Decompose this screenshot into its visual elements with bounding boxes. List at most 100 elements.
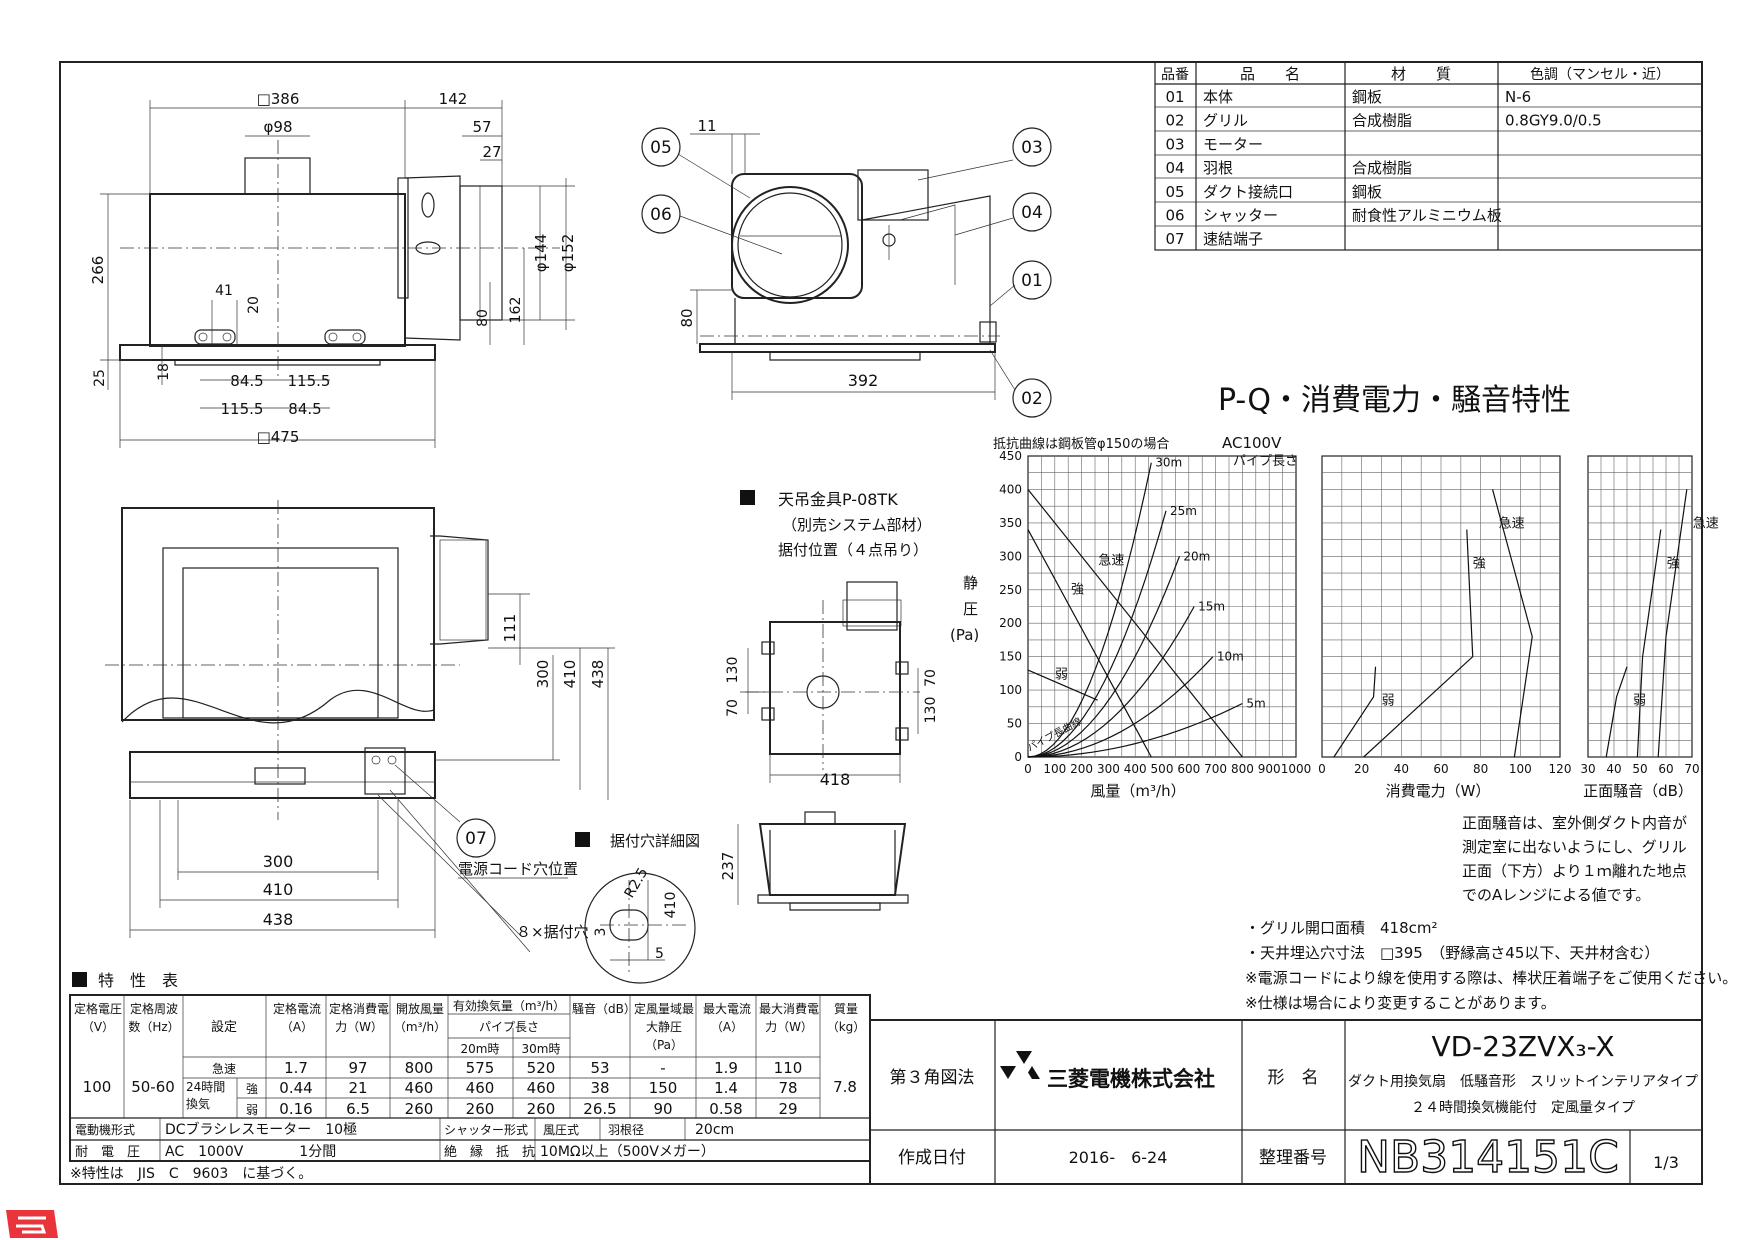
pq-xtick-900: 900: [1258, 762, 1281, 776]
power-xtick-100: 100: [1509, 762, 1532, 776]
power-label-急速: 急速: [1499, 516, 1525, 531]
dim-3: 3: [593, 928, 609, 937]
spec-cell-1-1: 0.44: [279, 1079, 312, 1097]
number-label: 整理番号: [1259, 1148, 1327, 1168]
dim-25: 25: [92, 369, 108, 387]
power-xtick-120: 120: [1549, 762, 1572, 776]
spec-cell-2-4: 260: [466, 1100, 495, 1118]
ylabel-char-3: (Pa): [950, 626, 979, 644]
detail-marker: [575, 832, 590, 847]
noise-note-2: 測定室に出ないようにし、グリル: [1462, 838, 1687, 856]
pipe-length-label: パイプ長さ: [1233, 454, 1298, 469]
parts-cell-2-0: 03: [1165, 135, 1184, 153]
spec-cell-2-9: 29: [778, 1100, 797, 1118]
dim-115-5b: 115.5: [221, 400, 264, 418]
spec-cell-2-7: 90: [653, 1100, 672, 1118]
dim-152: φ152: [559, 234, 577, 273]
bottom-view: 111 300 410 438 300 410 438 07 電源コード穴位置 …: [105, 500, 615, 953]
pq-ytick-0: 0: [1014, 750, 1022, 764]
pipe-curve-25m: [1027, 510, 1167, 758]
parts-cell-1-1: グリル: [1203, 112, 1248, 130]
corner-brand-icon: [6, 1210, 58, 1238]
spec-cell-2-8: 0.58: [709, 1100, 742, 1118]
pq-ytick-200: 200: [999, 616, 1022, 630]
pq-label-強: 強: [1071, 582, 1084, 597]
dim-475: □475: [257, 428, 300, 446]
spec-cell-1-7: 150: [649, 1079, 678, 1097]
spec-shutter-v: 風圧式: [543, 1123, 579, 1137]
pq-xtick-800: 800: [1231, 762, 1254, 776]
dim-142: 142: [439, 90, 468, 108]
dim-18: 18: [156, 363, 172, 381]
pipe-length-10m: 10m: [1217, 650, 1244, 664]
bracket-view: 天吊金具P-08TK （別売システム部材） 据付位置（４点吊り） 70 130 …: [719, 490, 939, 911]
chart-note-top: 抵抗曲線は鋼板管φ150の場合: [993, 436, 1169, 452]
dim-386: □386: [257, 90, 300, 108]
pq-xlabel: 風量（m³/h）: [1090, 782, 1185, 800]
parts-cell-0-3: N-6: [1505, 88, 1531, 106]
noise-line-急速: [1657, 489, 1688, 758]
ylabel-char-1: 静: [963, 574, 978, 592]
note-spec-change: ※仕様は場合により変更することがあります。: [1245, 994, 1556, 1012]
spec-h-freq: 定格周波数（Hz）: [128, 1002, 180, 1034]
dim-144: φ144: [532, 234, 550, 273]
detail-view: 据付穴詳細図 3 R2.5 410 5: [575, 832, 700, 984]
dim-70-left: 70: [725, 699, 741, 717]
chart-voltage: AC100V: [1222, 434, 1282, 452]
parts-cell-1-3: 0.8GY9.0/0.5: [1505, 112, 1602, 130]
dim-84-5a: 84.5: [230, 372, 263, 390]
pq-ytick-300: 300: [999, 549, 1022, 563]
spec-marker: [72, 972, 87, 987]
noise-line-弱: [1605, 666, 1628, 758]
pq-line-急速: [1027, 489, 1243, 758]
dim-70-right: 70: [923, 669, 939, 687]
spec-h-static: 定風量域最大静圧（Pa）: [633, 1002, 694, 1052]
spec-title: 特 性 表: [98, 971, 178, 990]
callout-04: 04: [1021, 203, 1043, 223]
noise-note-3: 正面（下方）より１ｍ離れた地点: [1462, 862, 1687, 880]
callout-03: 03: [1021, 138, 1043, 158]
noise-xtick-40: 40: [1606, 762, 1621, 776]
pipe-length-20m: 20m: [1183, 549, 1210, 563]
dim-410-v: 410: [561, 660, 579, 689]
spec-volt: 100: [83, 1078, 112, 1096]
company-name: 三菱電機株式会社: [1047, 1067, 1215, 1091]
parts-cell-4-0: 05: [1165, 183, 1184, 201]
pq-label-急速: 急速: [1098, 553, 1124, 568]
spec-withstand-v: AC 1000V 1分間: [165, 1144, 336, 1160]
noise-xtick-70: 70: [1684, 762, 1699, 776]
parts-cell-4-2: 鋼板: [1352, 183, 1382, 201]
spec-h-eff: 有効換気量（m³/h）: [453, 998, 565, 1013]
noise-xtick-60: 60: [1658, 762, 1673, 776]
pq-ytick-150: 150: [999, 650, 1022, 664]
projection-method: 第３角図法: [890, 1068, 975, 1088]
dim-115-5a: 115.5: [288, 372, 331, 390]
side-view: 11 80 392 05 06 03 04 01 02: [641, 117, 1052, 418]
sheet-number: 1/3: [1653, 1153, 1679, 1172]
parts-header-no: 品番: [1161, 67, 1189, 83]
dim-11: 11: [697, 117, 716, 135]
spec-h-pipe: パイプ長さ: [479, 1020, 539, 1034]
spec-cell-0-1: 1.7: [284, 1059, 308, 1077]
drawing-number: NB314151C: [1357, 1132, 1619, 1183]
dim-438-v: 438: [589, 660, 607, 689]
spec-cell-0-8: 1.9: [714, 1059, 738, 1077]
spec-cell-1-0: 強: [246, 1082, 258, 1096]
noise-notes: 正面騒音は、室外側ダクト内音が 測定室に出ないようにし、グリル 正面（下方）より…: [1462, 814, 1687, 904]
note-terminal: ※電源コードにより線を使用する際は、棒状圧着端子をご使用ください。: [1245, 969, 1737, 987]
pq-ytick-100: 100: [999, 683, 1022, 697]
spec-table: 特 性 表 定格電圧（V） 定格周波数（Hz） 設定 定格電流（A）: [69, 971, 871, 1182]
model-label: 形 名: [1268, 1068, 1319, 1088]
parts-cell-3-2: 合成樹脂: [1352, 159, 1412, 177]
spec-cell-2-6: 26.5: [583, 1100, 616, 1118]
noise-xtick-30: 30: [1580, 762, 1595, 776]
power-line-強: [1363, 529, 1474, 758]
dim-r2-5: R2.5: [622, 865, 652, 901]
callout-01: 01: [1021, 271, 1043, 291]
pq-xtick-400: 400: [1124, 762, 1147, 776]
spec-cell-0-6: 53: [590, 1059, 609, 1077]
spec-freq: 50-60: [131, 1078, 175, 1096]
spec-footnote: ※特性は JIS C 9603 に基づく。: [70, 1165, 312, 1182]
